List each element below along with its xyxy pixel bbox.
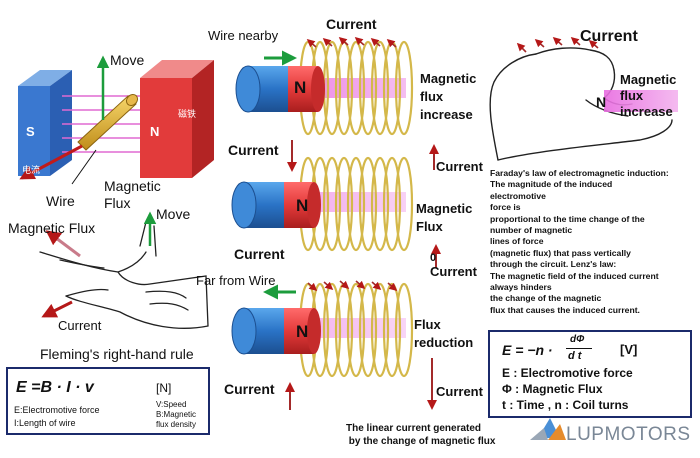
flux-arrow-finger — [45, 230, 81, 258]
wire-label: Wire — [46, 193, 75, 209]
fleming-e-def: E:Electromotive force — [14, 405, 100, 415]
right-hand-current-label: Current — [580, 28, 638, 45]
left-hand-drawing — [39, 221, 209, 329]
zero-label: 0 — [430, 252, 437, 264]
n-label-2: N — [296, 196, 309, 215]
faraday-line: flux that causes the induced current. — [490, 304, 640, 315]
magnet-cylinder-1 — [235, 65, 325, 113]
fleming-v-def: V:Speed — [156, 400, 187, 409]
move-label-mid: Move — [156, 206, 191, 222]
flux-reduction-label: Flux reduction — [414, 317, 474, 350]
n-pole-label: N — [150, 124, 160, 139]
faraday-formula-box: E = −n · dΦ d t [V] E : Electromotive fo… — [488, 330, 692, 418]
fleming-b-def: B:Magnetic flux density — [156, 410, 197, 429]
right-hand-flux-label: Magnetic flux increase — [620, 72, 677, 119]
right-hand-field-bar — [604, 90, 678, 112]
magnet-cylinder-2 — [231, 181, 321, 229]
hand-current-label: Current — [58, 318, 102, 333]
faraday-line: number of magnetic — [490, 225, 573, 236]
faraday-line: (magnetic flux) that pass vertically — [490, 247, 631, 258]
current-left-2: Current — [234, 246, 285, 262]
current-arrow-finger — [41, 300, 73, 318]
faraday-line: proportional to the time change of the — [490, 213, 645, 224]
faraday-fraction-bar — [566, 348, 592, 349]
faraday-eq-den: d t — [568, 350, 582, 362]
s-pole-label: S — [26, 124, 35, 139]
current-top-label: Current — [326, 16, 377, 32]
current-left-1: Current — [228, 142, 279, 158]
faraday-line: through the circuit. Lenz's law: — [490, 259, 617, 270]
magnetic-flux-mid-label: Magnetic Flux — [416, 201, 473, 234]
current-right-3: Current — [436, 384, 483, 399]
n-label-3: N — [296, 322, 309, 341]
s-magnet-block — [18, 70, 72, 176]
far-from-wire-label: Far from Wire — [196, 273, 276, 288]
faraday-line: The magnetic field of the induced curren… — [490, 270, 659, 281]
fleming-formula-box: E =B · I · v [N] E:Electromotive force I… — [6, 367, 210, 435]
faraday-line: always hinders — [490, 282, 552, 293]
faraday-eq-lhs: E = −n · — [502, 342, 553, 358]
move-label-top: Move — [110, 52, 145, 68]
faraday-e-def: E : Electromotive force — [502, 366, 633, 380]
faraday-line: Faraday's law of electromagnetic inducti… — [490, 168, 669, 178]
faraday-eq-num: dΦ — [570, 334, 585, 345]
n-magnet-block — [140, 60, 214, 178]
wire-pointer-line — [71, 149, 97, 185]
faraday-line: The magnitude of the induced — [490, 179, 613, 190]
magnet-cylinder-3 — [231, 307, 321, 355]
current-right-1: Current — [436, 159, 483, 174]
coil-unit-1 — [235, 36, 414, 136]
fleming-i-def: I:Length of wire — [14, 418, 76, 428]
faraday-law-text: Faraday's law of electromagnetic inducti… — [490, 168, 696, 316]
induced-current-arrow — [19, 144, 83, 180]
wire-nearby-label: Wire nearby — [208, 28, 279, 43]
coil-unit-2 — [231, 156, 414, 252]
current-left-3: Current — [224, 381, 275, 397]
faraday-line: lines of force — [490, 236, 544, 247]
faraday-t-def: t : Time , n : Coil turns — [502, 398, 629, 412]
faraday-phi-def: Φ : Magnetic Flux — [502, 382, 603, 396]
flux-increase-label: Magnetic flux increase — [420, 71, 477, 122]
lupmotors-logo-mark — [530, 418, 566, 440]
fleming-rule-title: Fleming's right-hand rule — [40, 346, 194, 362]
faraday-line: the change of the magnetic — [490, 293, 602, 304]
faraday-line: electromotive — [490, 190, 546, 201]
right-hand-n-label: N — [596, 94, 607, 110]
lupmotors-logo-text: LUPMOTORS — [566, 424, 691, 445]
hand-flux-label: Magnetic Flux — [8, 220, 96, 236]
linear-current-caption: The linear current generated by the chan… — [346, 423, 496, 447]
fleming-unit: [N] — [156, 381, 172, 395]
generator-flux-label: Magnetic Flux — [104, 178, 161, 211]
fleming-equation: E =B · I · v — [16, 379, 94, 396]
n-label-1: N — [294, 78, 307, 97]
current-right-2: Current — [430, 264, 477, 279]
faraday-line: force is — [490, 202, 521, 213]
conductor-rod — [77, 93, 139, 151]
current-cn-label: 电流 — [22, 165, 41, 175]
coil-unit-3 — [231, 280, 414, 378]
faraday-unit: [V] — [620, 342, 638, 357]
magnet-cn-label: 磁铁 — [178, 109, 197, 119]
